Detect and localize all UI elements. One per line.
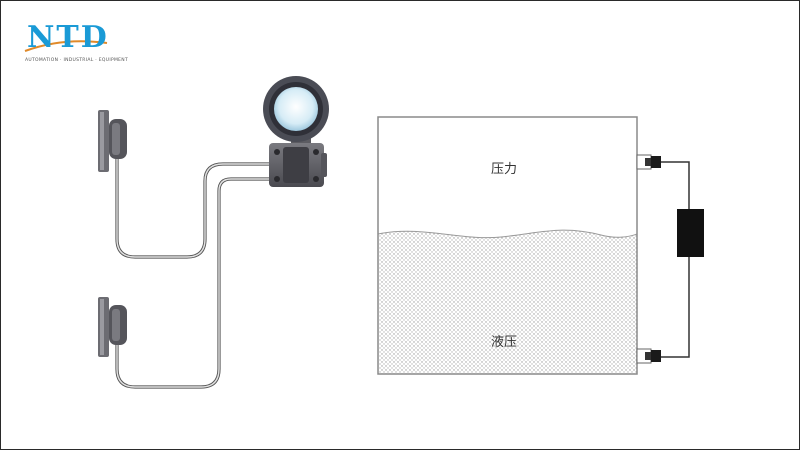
capillary-upper [115, 156, 269, 259]
liquid-pressure-label: 液压 [491, 335, 518, 350]
diaphragm-seal-lower [98, 297, 127, 357]
tank-outline [377, 116, 638, 375]
differential-sensor [677, 209, 704, 257]
diaphragm-seal-upper [98, 110, 127, 172]
gauge-face [274, 87, 318, 131]
logo-swoosh [24, 40, 108, 52]
logo-tagline: AUTOMATION · INDUSTRIAL · EQUIPMENT [25, 58, 128, 63]
impulse-line [661, 161, 690, 358]
logo-brand-text: NTD [27, 20, 109, 55]
company-logo: NTD AUTOMATION · INDUSTRIAL · EQUIPMENT [23, 20, 128, 69]
pressure-port-upper [636, 154, 661, 170]
liquid-fill [378, 230, 637, 374]
capillary-lower [115, 177, 269, 389]
gas-pressure-label: 压力 [491, 162, 518, 177]
pressure-port-lower [636, 348, 661, 364]
pressure-transmitter [263, 76, 329, 187]
tank [377, 116, 638, 375]
